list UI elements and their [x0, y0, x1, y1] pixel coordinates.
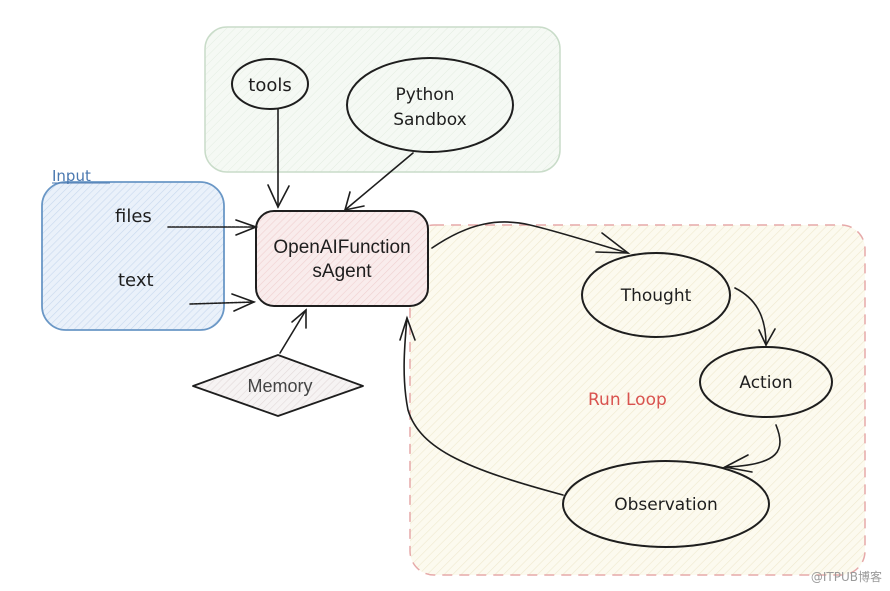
watermark: @ITPUB博客 — [810, 570, 882, 584]
edge-observation-to-agent — [399, 315, 564, 496]
python-sandbox-label-line1: Python — [396, 85, 455, 105]
agent-label-line2: sAgent — [312, 261, 372, 282]
run-loop-group: Run Loop — [409, 224, 866, 576]
action-label: Action — [739, 373, 792, 393]
edge-agent-to-thought — [431, 221, 631, 254]
run-loop-label: Run Loop — [588, 390, 667, 410]
input-group-label: Input — [52, 167, 91, 185]
tools-node: tools — [231, 58, 309, 110]
python-sandbox-node: Python Sandbox — [346, 57, 514, 153]
memory-node: Memory — [192, 354, 364, 417]
edge-python-sandbox-to-agent — [343, 152, 414, 212]
action-node: Action — [699, 346, 833, 418]
thought-node: Thought — [581, 252, 731, 338]
agent-node: OpenAIFunction sAgent — [255, 210, 429, 307]
tools-label: tools — [248, 75, 291, 96]
text-node: text — [118, 270, 154, 291]
tools-group — [204, 26, 561, 173]
agent-label-line1: OpenAIFunction — [273, 237, 410, 258]
python-sandbox-label-line2: Sandbox — [393, 110, 467, 130]
memory-label: Memory — [247, 376, 312, 396]
observation-label: Observation — [614, 495, 718, 515]
thought-label: Thought — [620, 286, 692, 306]
edge-tools-to-agent — [267, 108, 290, 209]
edge-memory-to-agent — [279, 308, 307, 354]
edge-files-to-agent — [167, 219, 259, 236]
edge-thought-to-action — [734, 287, 776, 347]
files-node: files — [115, 206, 152, 227]
input-group: Input files text — [41, 167, 225, 331]
edge-text-to-agent — [189, 293, 257, 312]
observation-node: Observation — [562, 460, 770, 548]
edge-action-to-observation — [722, 424, 781, 473]
